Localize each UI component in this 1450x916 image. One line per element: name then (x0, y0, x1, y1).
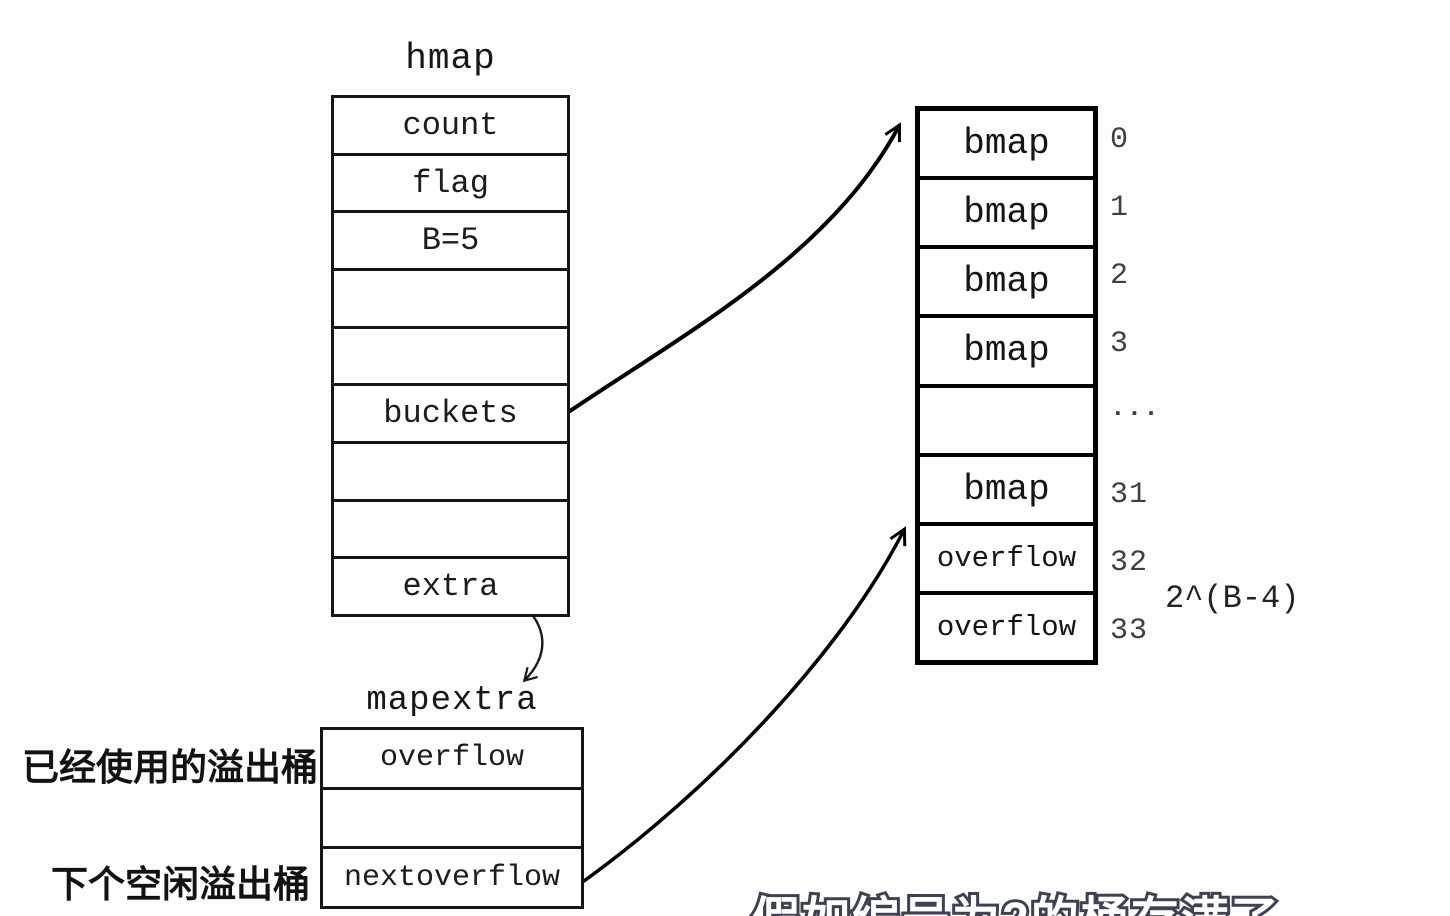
bucket-cell-1: bmap (920, 176, 1093, 245)
arrow-nextoverflow-to-overflow (582, 526, 907, 883)
bucket-index-0: 0 (1110, 123, 1130, 158)
video-subtitle: 假如编号为2的桶存满了 (749, 880, 1282, 916)
bucket-cell-2: bmap (920, 245, 1093, 314)
bucket-cell-31: bmap (920, 452, 1093, 522)
annotation-used-overflow-buckets: 已经使用的溢出桶 (22, 748, 318, 789)
mapextra-table: overflow nextoverflow (320, 727, 584, 909)
hmap-row-empty-3 (334, 441, 567, 499)
hmap-row-b: B=5 (334, 210, 567, 268)
bucket-index-31: 31 (1110, 477, 1149, 512)
bucket-cell-0: bmap (963, 123, 1050, 165)
bucket-index-column: 0 1 2 3 ... 31 32 33 (1110, 106, 1200, 665)
bucket-index-dots: ... (1110, 392, 1160, 423)
hmap-row-empty-2 (334, 325, 567, 384)
arrow-buckets-to-array (565, 122, 901, 415)
bucket-index-3: 3 (1110, 327, 1130, 362)
bucket-cell-3: bmap (920, 314, 1093, 383)
hmap-table: count flag B=5 buckets extra (331, 95, 570, 617)
bucket-array-table: bmap bmap bmap bmap bmap overflow overfl… (915, 106, 1098, 665)
bucket-index-32: 32 (1110, 545, 1149, 580)
mapextra-row-nextoverflow: nextoverflow (323, 846, 581, 906)
hmap-row-empty-4 (334, 498, 567, 557)
hmap-row-count: count (402, 106, 499, 144)
bucket-count-note: 2^(B-4) (1165, 580, 1300, 617)
bucket-index-33: 33 (1110, 613, 1149, 648)
hmap-title: hmap (405, 38, 496, 79)
bucket-cell-32-overflow: overflow (920, 521, 1093, 591)
mapextra-row-empty (323, 786, 581, 847)
hmap-row-buckets: buckets (334, 383, 567, 441)
hmap-row-extra: extra (334, 556, 567, 614)
annotation-next-free-overflow-bucket: 下个空闲溢出桶 (51, 865, 310, 906)
mapextra-title: mapextra (366, 682, 538, 720)
mapextra-row-overflow: overflow (379, 741, 525, 776)
bucket-cell-gap (920, 383, 1093, 453)
hmap-row-empty-1 (334, 268, 567, 326)
bucket-cell-33-overflow: overflow (920, 590, 1093, 660)
bucket-index-2: 2 (1110, 259, 1130, 294)
hmap-row-flag: flag (334, 152, 567, 211)
bucket-index-1: 1 (1110, 191, 1130, 226)
